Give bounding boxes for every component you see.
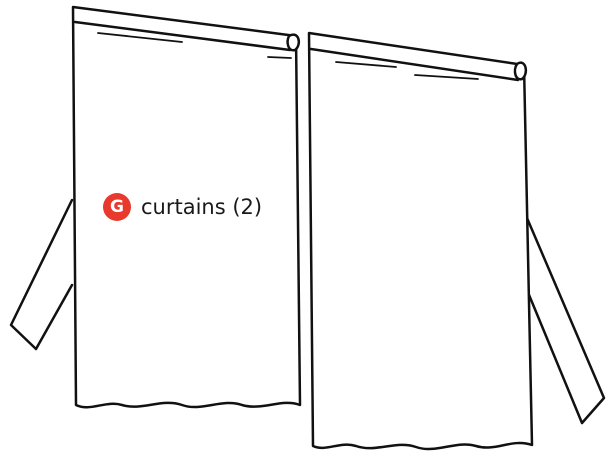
- right-curtain-rod: [309, 47, 520, 82]
- callout-badge-letter: G: [110, 197, 124, 217]
- right-tieback-strap: [525, 216, 606, 425]
- right-curtain-panel: [307, 31, 534, 451]
- right-curtain-body: [307, 31, 534, 451]
- right-curtain-hem-line-2: [414, 74, 479, 80]
- curtains-callout: G curtains (2): [103, 193, 262, 221]
- left-tieback-strap: [9, 198, 74, 351]
- left-curtain-rod-end: [286, 33, 301, 52]
- right-curtain-hem-line: [335, 61, 397, 68]
- left-curtain-panel: [71, 5, 302, 409]
- left-curtain-hem-line: [97, 32, 183, 43]
- callout-badge: G: [103, 193, 131, 221]
- callout-text: curtains (2): [141, 195, 263, 219]
- left-curtain-rod: [73, 20, 292, 52]
- left-curtain-body: [71, 5, 302, 409]
- right-curtain-rod-end: [513, 61, 528, 81]
- left-curtain-hem-line-2: [267, 56, 292, 59]
